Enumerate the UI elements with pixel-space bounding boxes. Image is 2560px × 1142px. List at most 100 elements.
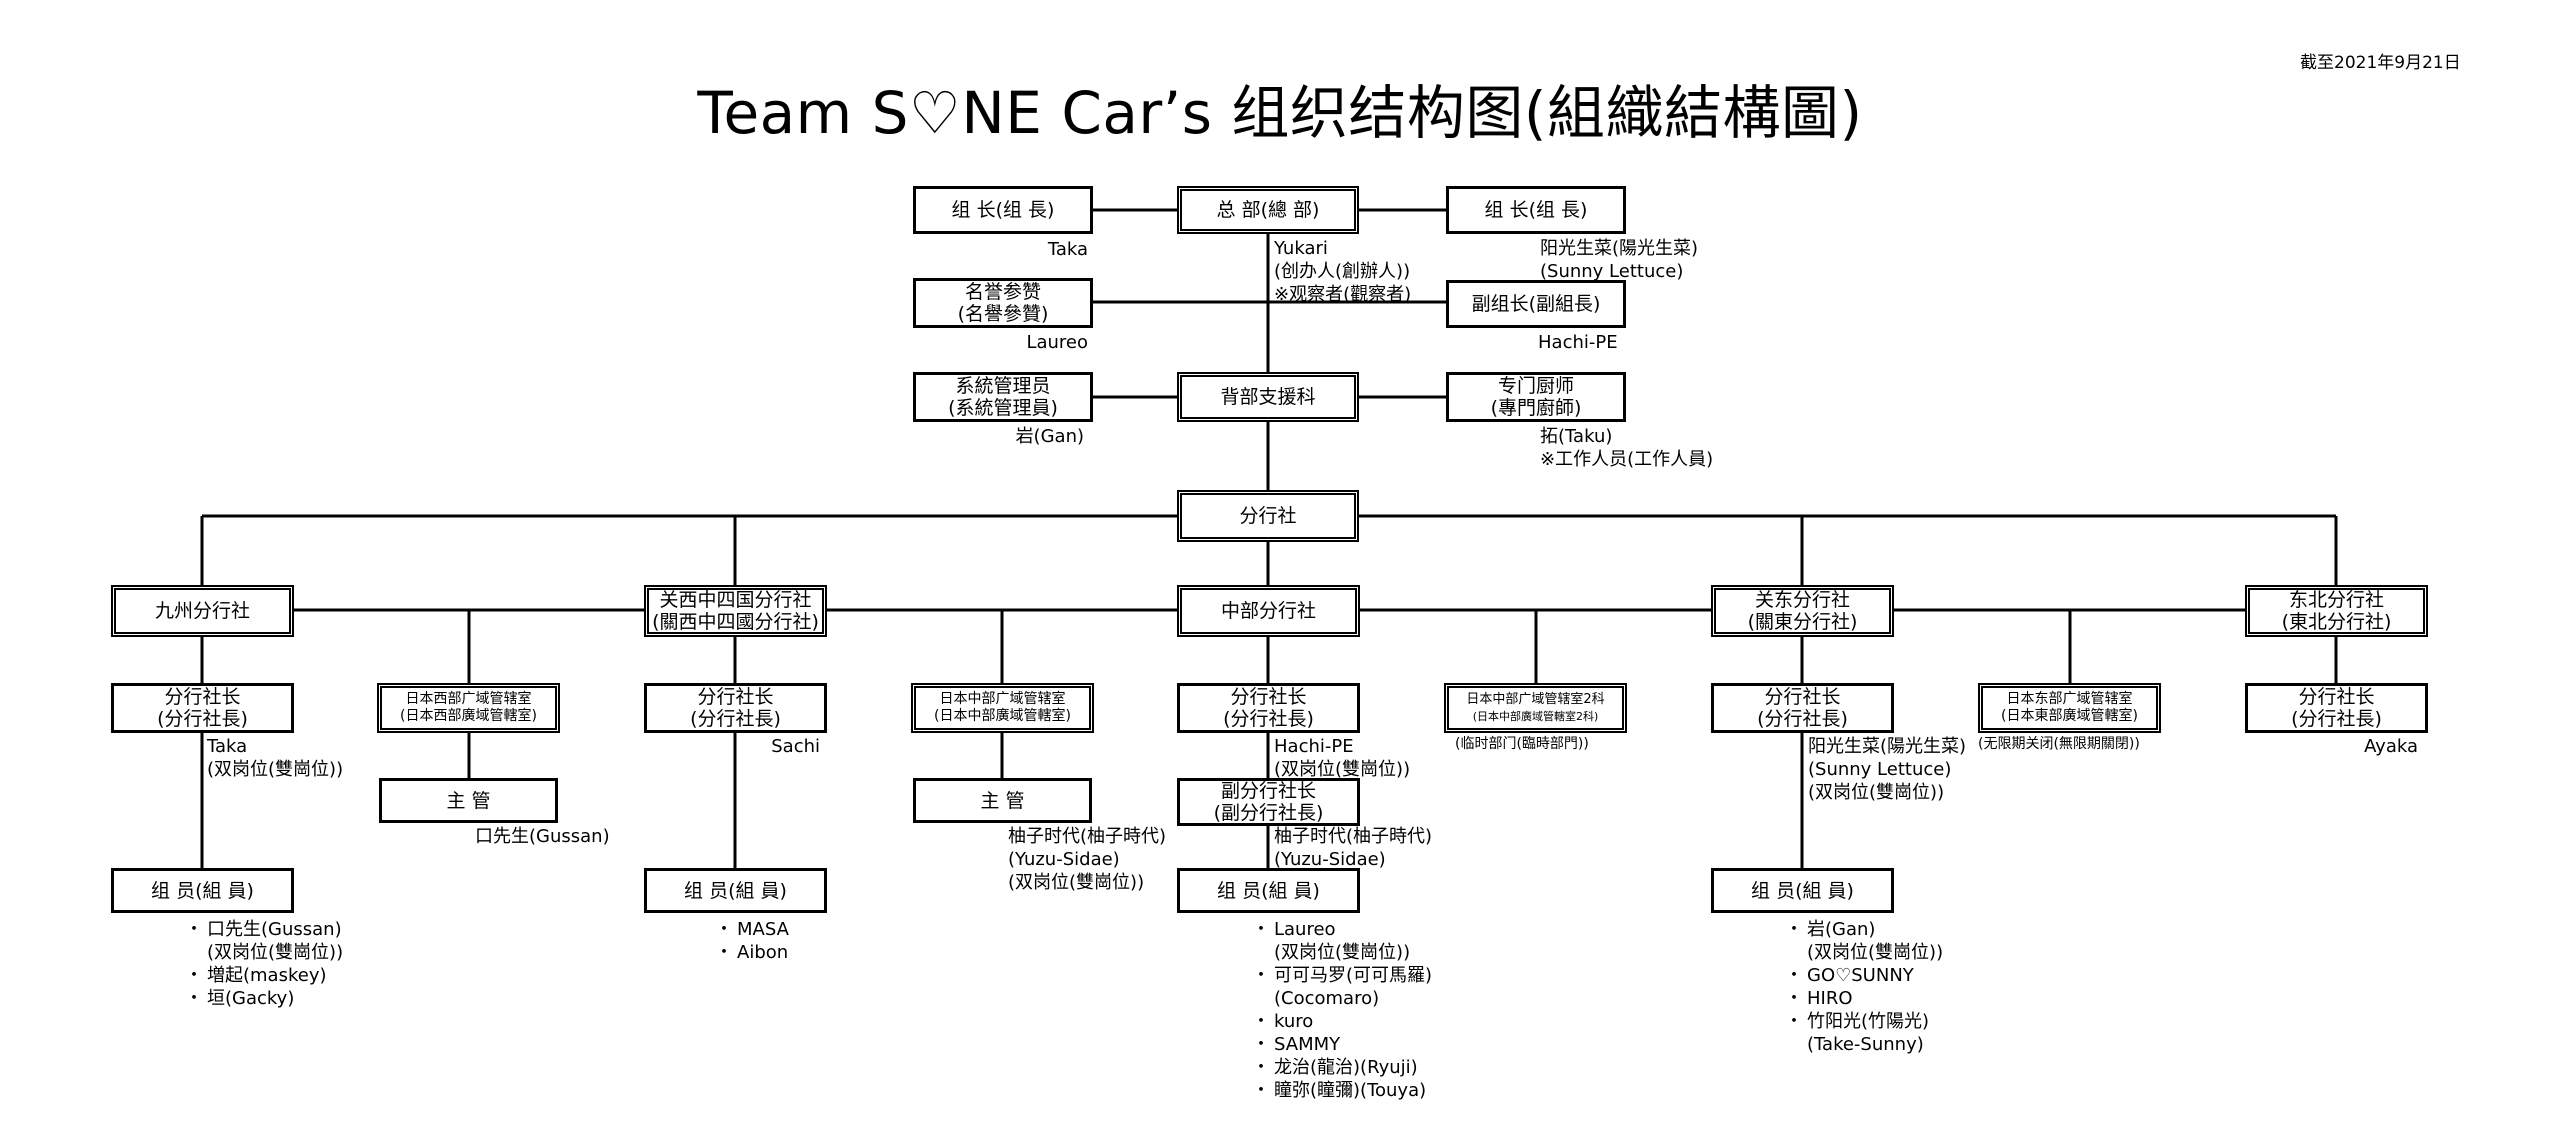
box-label-trad: (名譽參贊) — [957, 303, 1049, 325]
as-of-date: 截至2021年9月21日 — [2300, 53, 2461, 73]
box-label: 关东分行社 — [1754, 589, 1850, 611]
list-kanto-members: 岩(Gan) (双岗位(雙崗位)) GO♡SUNNY HIRO 竹阳光(竹陽光)… — [1785, 918, 1943, 1056]
box-label-trad: (分行社長) — [157, 708, 248, 730]
box-label: 组 员(組 員) — [1751, 879, 1854, 902]
name-leader-right: 阳光生菜(陽光生菜) — [1540, 238, 1699, 259]
box-branch-root: 分行社 — [1177, 490, 1359, 542]
list-chubu-members: Laureo (双岗位(雙崗位)) 可可马罗(可可馬羅) (Cocomaro) … — [1252, 918, 1432, 1102]
name-chubu-vice-head-en: (Yuzu-Sidae) — [1274, 849, 1386, 870]
box-label-trad: (關西中四國分行社) — [652, 611, 819, 633]
list-item: 岩(Gan) — [1785, 918, 1943, 941]
list-item: 竹阳光(竹陽光) — [1785, 1010, 1943, 1033]
page-title: Team S♡NE Car’s 组织结构图(組織結構圖) — [697, 79, 1863, 147]
note-central-manager: (双岗位(雙崗位)) — [1008, 872, 1145, 893]
name-leader-right-en: (Sunny Lettuce) — [1540, 261, 1684, 282]
list-item: 垣(Gacky) — [185, 987, 343, 1010]
box-label: 组 长(组 長) — [1484, 199, 1588, 221]
box-label-trad: (分行社長) — [690, 708, 781, 730]
box-label: 组 长(组 長) — [951, 199, 1055, 221]
list-item: MASA — [715, 918, 789, 941]
box-honorary-counselor: 名誉参赞 (名譽參贊) — [913, 278, 1093, 328]
note-central-office-2: (临时部门(臨時部門)) — [1455, 736, 1589, 752]
box-label: 组 员(組 員) — [684, 879, 787, 902]
box-central-manager: 主 管 — [913, 778, 1092, 823]
list-item: 瞳弥(瞳彌)(Touya) — [1252, 1079, 1432, 1102]
box-west-office: 日本西部广域管辖室 (日本西部廣域管轄室) — [377, 683, 560, 733]
box-label: 日本中部广域管辖室 — [939, 691, 1066, 707]
name-vice-leader: Hachi-PE — [1538, 332, 1618, 353]
box-vice-leader: 副组长(副組長) — [1446, 280, 1626, 328]
name-kyushu-head: Taka — [207, 736, 248, 757]
box-label: 关西中四国分行社 — [659, 589, 812, 611]
list-item: 増起(maskey) — [185, 964, 343, 987]
box-leader-left: 组 长(组 長) — [913, 186, 1093, 234]
box-label: 副分行社长 — [1220, 780, 1316, 802]
name-honorary: Laureo — [1026, 332, 1088, 353]
name-kansai-head: Sachi — [771, 736, 820, 757]
box-central-office: 日本中部广域管辖室 (日本中部廣域管轄室) — [911, 683, 1094, 733]
box-label: 分行社长 — [1230, 686, 1307, 708]
box-label: 日本中部广域管辖室2科 — [1466, 692, 1605, 707]
box-label: 背部支援科 — [1220, 386, 1316, 408]
box-sysadmin: 系統管理员 (系統管理員) — [913, 372, 1093, 422]
box-branch-chubu: 中部分行社 — [1177, 585, 1360, 637]
name-kanto-head: 阳光生菜(陽光生菜) — [1808, 736, 1967, 757]
list-item-note: (双岗位(雙崗位)) — [207, 942, 344, 963]
box-label: 主 管 — [446, 789, 491, 812]
list-item: GO♡SUNNY — [1785, 964, 1943, 987]
list-item: Aibon — [715, 941, 789, 964]
box-label: 中部分行社 — [1220, 600, 1316, 622]
box-label: 名誉参赞 — [964, 281, 1041, 303]
box-kansai-members: 组 员(組 員) — [644, 868, 827, 913]
box-chubu-vice-head: 副分行社长 (副分行社長) — [1177, 778, 1360, 826]
box-label: 组 员(組 員) — [1217, 879, 1320, 902]
box-kansai-head: 分行社长 (分行社長) — [644, 683, 827, 733]
box-label: 系統管理员 — [955, 375, 1051, 397]
list-item-note: (Take-Sunny) — [1807, 1034, 1924, 1055]
role-founder: (创办人(創辦人)) — [1274, 261, 1411, 282]
box-label-trad: (日本西部廣域管轄室) — [400, 708, 537, 724]
name-west-manager: 口先生(Gussan) — [475, 826, 610, 847]
name-chef: 拓(Taku) — [1540, 426, 1613, 447]
box-label-trad: (副分行社長) — [1213, 802, 1324, 824]
note-east-office: (无限期关闭(無限期關閉)) — [1978, 736, 2140, 752]
list-item-note: (双岗位(雙崗位)) — [1807, 942, 1944, 963]
box-label-trad: (分行社長) — [2291, 708, 2382, 730]
note-chubu-head: (双岗位(雙崗位)) — [1274, 759, 1411, 780]
box-label: 分行社长 — [1764, 686, 1841, 708]
list-item-note: (Cocomaro) — [1274, 988, 1380, 1009]
note-observer: ※观察者(觀察者) — [1274, 284, 1412, 305]
box-chubu-head: 分行社长 (分行社長) — [1177, 683, 1360, 733]
box-label: 日本西部广域管辖室 — [405, 691, 532, 707]
box-label: 分行社长 — [697, 686, 774, 708]
box-label: 分行社 — [1239, 505, 1297, 527]
list-item-note: (双岗位(雙崗位)) — [1274, 942, 1411, 963]
list-item: HIRO — [1785, 987, 1943, 1010]
list-item: 可可马罗(可可馬羅) — [1252, 964, 1432, 987]
box-branch-kanto: 关东分行社 (關東分行社) — [1711, 585, 1894, 637]
box-label-trad: (分行社長) — [1757, 708, 1848, 730]
box-label: 东北分行社 — [2288, 589, 2384, 611]
box-tohoku-head: 分行社长 (分行社長) — [2245, 683, 2428, 733]
box-headquarters: 总 部(總 部) — [1177, 186, 1359, 234]
list-kyushu-members: 口先生(Gussan) (双岗位(雙崗位)) 増起(maskey) 垣(Gack… — [185, 918, 343, 1010]
box-kanto-head: 分行社长 (分行社長) — [1711, 683, 1894, 733]
box-branch-tohoku: 东北分行社 (東北分行社) — [2245, 585, 2428, 637]
name-tohoku-head: Ayaka — [2364, 736, 2418, 757]
box-label: 日本东部广域管辖室 — [2006, 691, 2133, 707]
box-kanto-members: 组 员(組 員) — [1711, 868, 1894, 913]
name-chubu-head: Hachi-PE — [1274, 736, 1354, 757]
box-label: 专门厨师 — [1497, 375, 1574, 397]
box-branch-kyushu: 九州分行社 — [111, 585, 294, 637]
box-label: 组 员(組 員) — [151, 879, 254, 902]
box-label-trad: (專門廚師) — [1490, 397, 1582, 419]
box-chubu-members: 组 员(組 員) — [1177, 868, 1360, 913]
box-support-dept: 背部支援科 — [1177, 372, 1359, 422]
note-kanto-head: (双岗位(雙崗位)) — [1808, 782, 1945, 803]
name-leader-left: Taka — [1047, 239, 1088, 260]
box-label: 主 管 — [980, 789, 1025, 812]
box-label: 副组长(副組長) — [1471, 293, 1601, 315]
box-label-trad: (關東分行社) — [1747, 611, 1858, 633]
box-label-trad: (日本東部廣域管轄室) — [2001, 708, 2138, 724]
